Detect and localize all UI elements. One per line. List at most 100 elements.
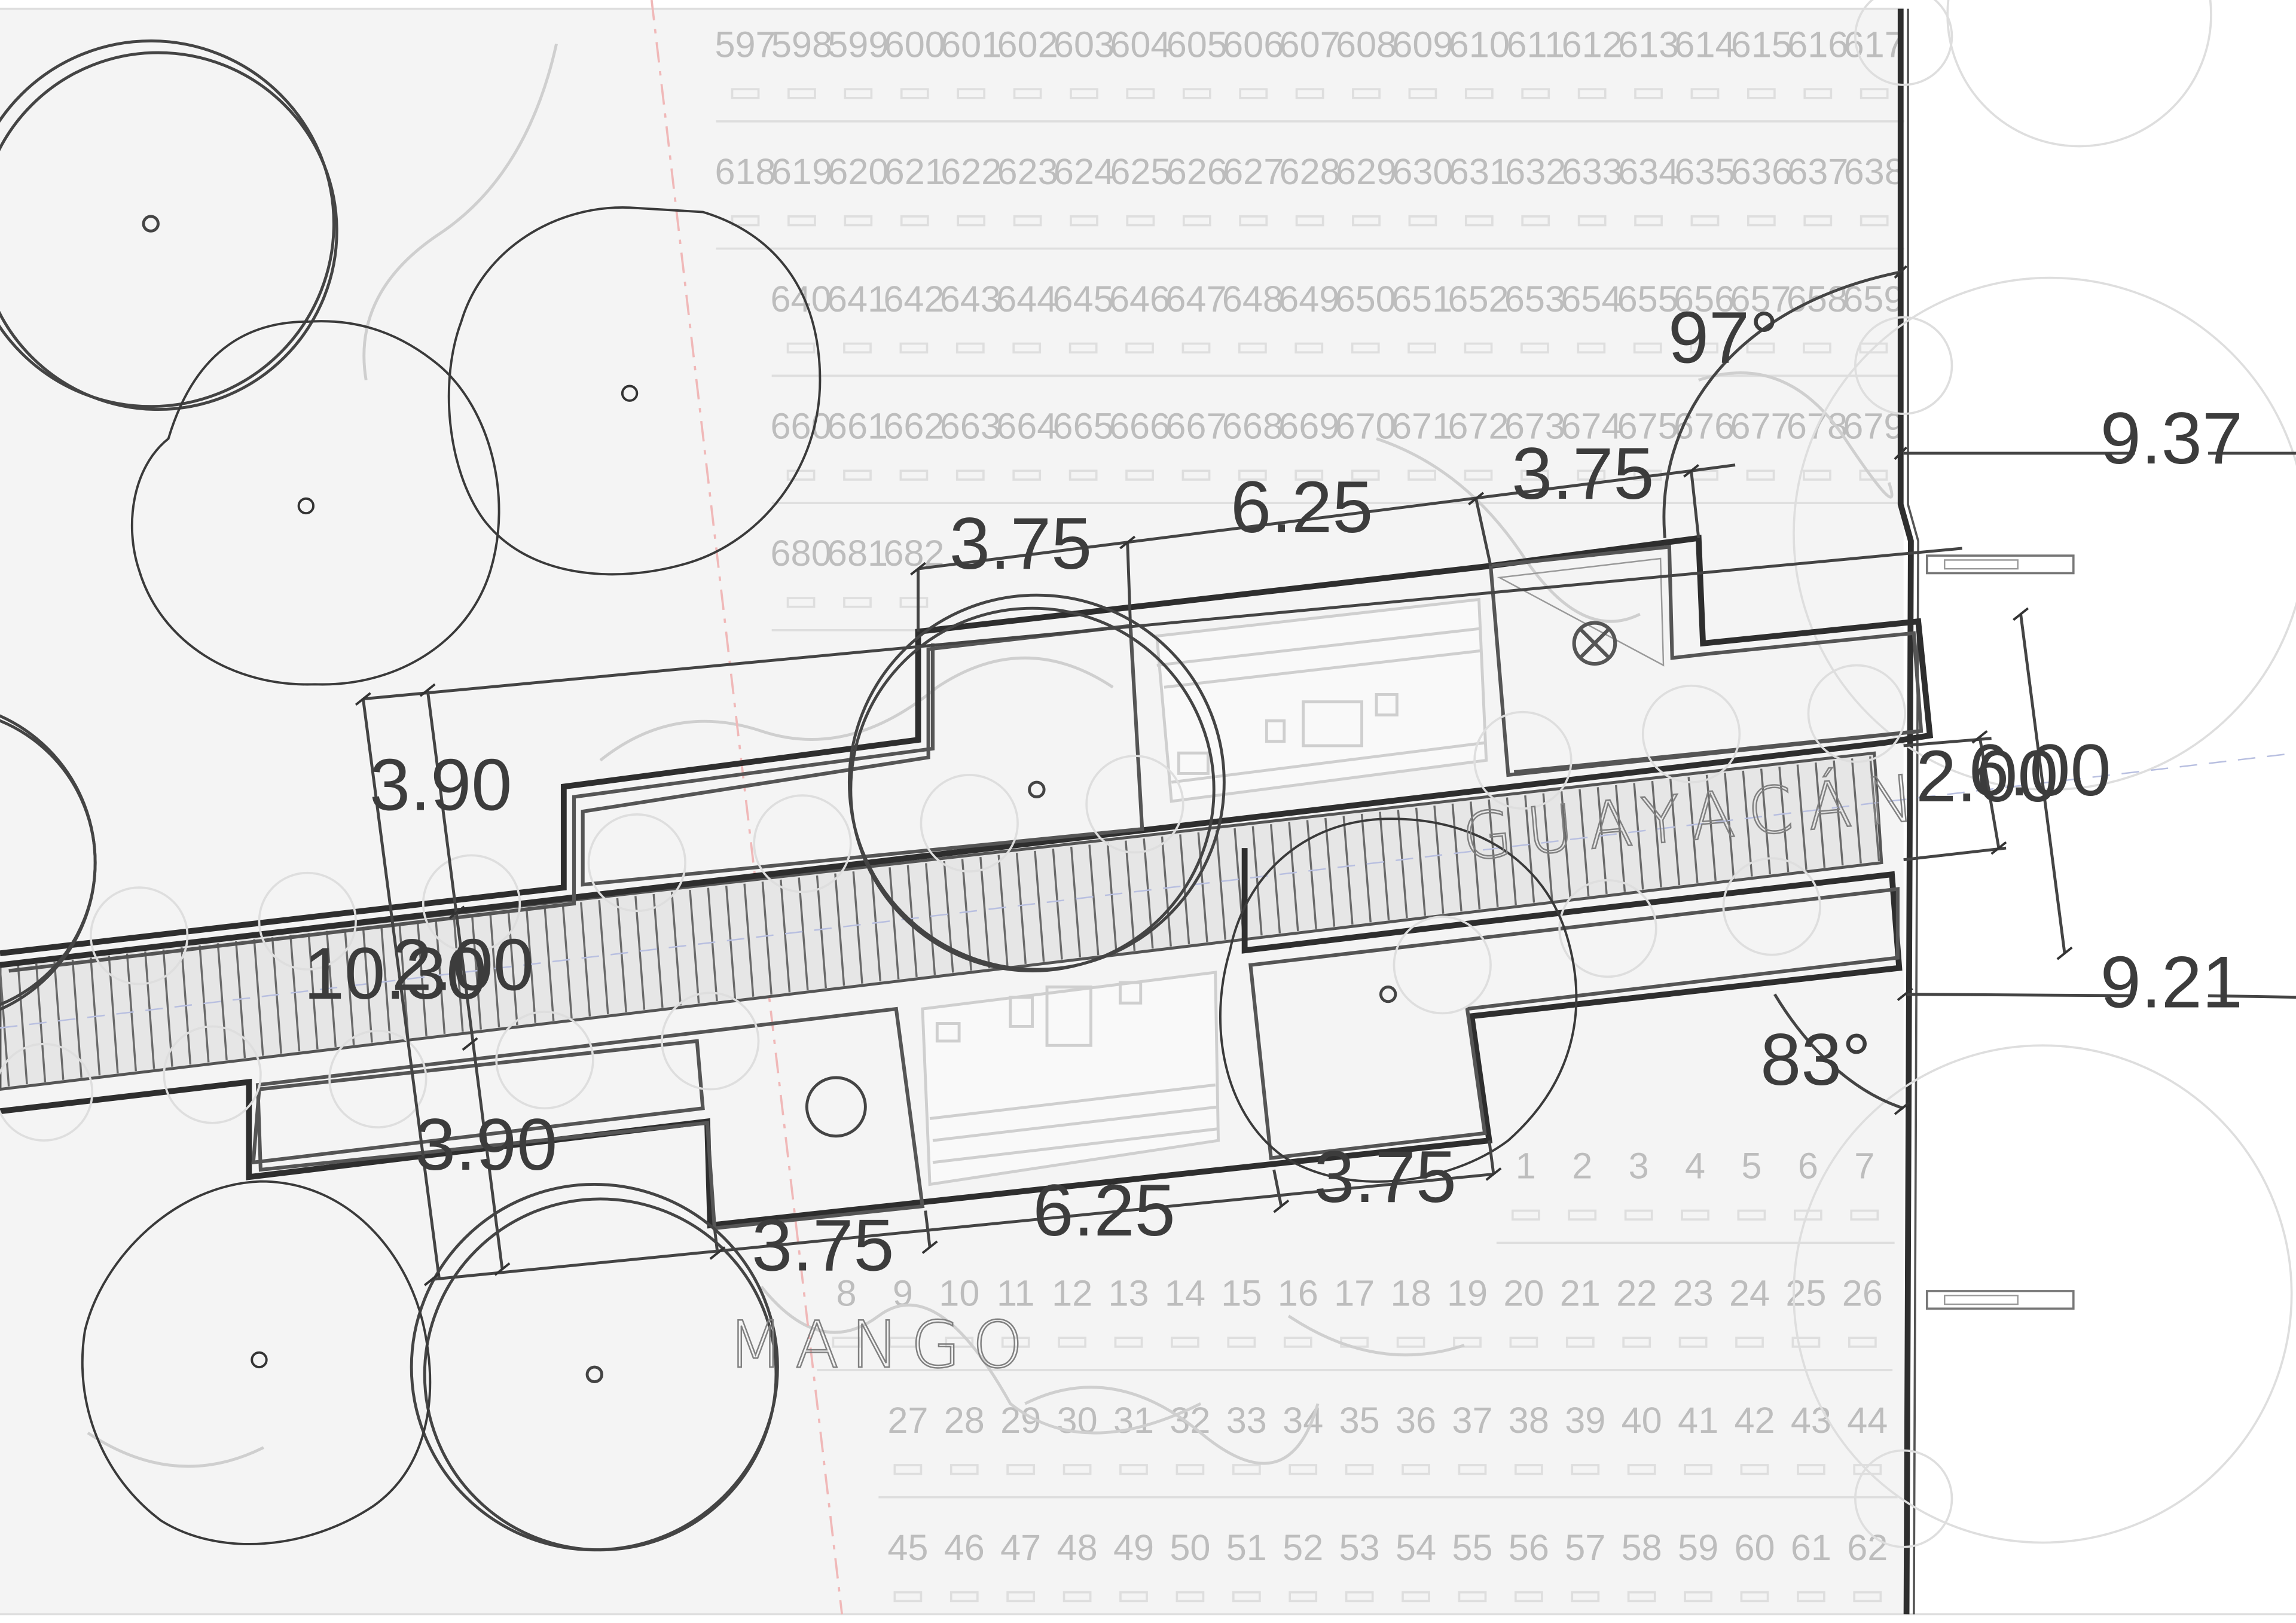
tree-large-left-edge xyxy=(0,714,97,1011)
dim-walkway-right: 2.00 xyxy=(1916,735,2058,817)
top-stall-number: 636 xyxy=(1731,151,1792,192)
stall-marker xyxy=(786,469,816,481)
top-stall-number: 613 xyxy=(1618,24,1679,65)
top-stall-number: 677 xyxy=(1730,406,1791,447)
stall-marker xyxy=(1735,1337,1764,1348)
bottom-stall-number: 26 xyxy=(1842,1273,1883,1313)
stall-marker xyxy=(1521,215,1550,227)
stall-marker xyxy=(1125,469,1154,481)
stall-marker xyxy=(1126,88,1155,99)
dim-angle-bottom: 83° xyxy=(1760,1018,1871,1100)
bottom-stall-number: 5 xyxy=(1741,1146,1761,1186)
bottom-stall-number: 23 xyxy=(1673,1273,1714,1313)
top-stall-number: 606 xyxy=(1223,24,1284,65)
stall-marker xyxy=(1013,215,1042,227)
stall-marker xyxy=(1238,469,1267,481)
top-stall-number: 637 xyxy=(1787,151,1848,192)
stall-marker xyxy=(1289,1591,1318,1603)
stall-marker xyxy=(1176,1464,1205,1475)
stall-marker xyxy=(1571,1591,1600,1603)
stall-marker xyxy=(1684,1464,1712,1475)
stall-marker xyxy=(843,342,872,354)
top-stall-number: 600 xyxy=(884,24,945,65)
tree-canopy-outline xyxy=(1793,276,2296,791)
stall-marker xyxy=(1283,1337,1312,1348)
top-stall-number: 667 xyxy=(1165,406,1226,447)
bottom-stall-number: 38 xyxy=(1509,1400,1549,1441)
bottom-stall-number: 20 xyxy=(1503,1273,1544,1313)
top-stall-number: 666 xyxy=(1109,406,1170,447)
bottom-stall-number: 12 xyxy=(1052,1273,1092,1313)
stall-marker xyxy=(1232,1591,1261,1603)
top-stall-number: 597 xyxy=(715,24,775,65)
walkway xyxy=(0,751,2296,1091)
top-stall-number: 607 xyxy=(1280,24,1341,65)
bottom-stall-number: 36 xyxy=(1396,1400,1436,1441)
bottom-stall-number: 17 xyxy=(1334,1273,1375,1313)
stall-marker xyxy=(1690,215,1720,227)
top-stall-number: 599 xyxy=(828,24,889,65)
stall-marker xyxy=(1803,215,1833,227)
bottom-stall-number: 46 xyxy=(944,1527,985,1568)
stall-marker xyxy=(1012,342,1042,354)
top-stall-number: 622 xyxy=(941,151,1002,192)
stall-marker xyxy=(1402,1464,1430,1475)
top-stall-number: 602 xyxy=(997,24,1058,65)
stall-marker xyxy=(1239,88,1268,99)
bottom-stall-number: 42 xyxy=(1734,1400,1775,1441)
stall-marker xyxy=(955,342,985,354)
top-stall-number: 661 xyxy=(827,406,888,447)
top-stall-number: 651 xyxy=(1391,279,1452,319)
stall-marker xyxy=(1634,88,1663,99)
stall-marker xyxy=(787,215,816,227)
stall-marker xyxy=(1803,342,1831,354)
stall-marker xyxy=(1747,215,1776,227)
stall-marker xyxy=(1345,1591,1374,1603)
dim-lower-mid: 6.25 xyxy=(1033,1169,1175,1251)
bottom-stall-number: 15 xyxy=(1221,1273,1262,1313)
stall-marker xyxy=(1295,88,1324,99)
stall-marker xyxy=(900,215,929,227)
top-stall-number: 605 xyxy=(1167,24,1228,65)
stall-marker xyxy=(1238,342,1267,354)
top-stall-number: 629 xyxy=(1336,151,1397,192)
stall-marker xyxy=(1407,469,1436,481)
top-stall-number: 648 xyxy=(1222,279,1283,319)
bottom-stall-number: 28 xyxy=(944,1400,985,1441)
tree-canopy-outline xyxy=(1793,1044,2293,1544)
bottom-stall-number: 57 xyxy=(1565,1527,1605,1568)
stall-marker xyxy=(1690,342,1719,354)
stall-marker xyxy=(1737,1209,1766,1221)
bottom-stall-number: 21 xyxy=(1560,1273,1601,1313)
top-stall-number: 604 xyxy=(1110,24,1171,65)
bottom-stall-number: 39 xyxy=(1565,1400,1605,1441)
bottom-stall-number: 2 xyxy=(1572,1146,1592,1186)
stall-marker xyxy=(1514,1591,1543,1603)
ground-texture xyxy=(87,43,1894,1468)
stall-marker xyxy=(1740,1464,1769,1475)
dim-upper-right: 3.75 xyxy=(1512,432,1654,514)
stall-marker xyxy=(786,597,816,608)
bottom-stall-number: 19 xyxy=(1447,1273,1488,1313)
top-stall-number: 640 xyxy=(771,279,832,319)
stall-marker xyxy=(1803,469,1831,481)
top-stall-number: 675 xyxy=(1617,406,1678,447)
stall-marker xyxy=(1408,215,1437,227)
stall-marker xyxy=(1627,1591,1656,1603)
stall-marker xyxy=(955,469,985,481)
bottom-stall-number: 14 xyxy=(1165,1273,1205,1313)
stall-marker xyxy=(893,1464,923,1475)
bottom-stall-number: 43 xyxy=(1791,1400,1831,1441)
stall-marker xyxy=(1678,1337,1708,1348)
stall-marker xyxy=(1464,342,1493,354)
bottom-stall-number: 41 xyxy=(1678,1400,1718,1441)
stall-marker xyxy=(1294,469,1324,481)
stall-marker xyxy=(1126,215,1155,227)
stall-marker xyxy=(1521,469,1549,481)
top-stall-number: 608 xyxy=(1336,24,1397,65)
dim-right-offset-top: 9.37 xyxy=(2100,397,2243,479)
bottom-stall-number: 25 xyxy=(1785,1273,1826,1313)
stall-marker xyxy=(1577,469,1606,481)
bottom-stall-number: 61 xyxy=(1791,1527,1831,1568)
